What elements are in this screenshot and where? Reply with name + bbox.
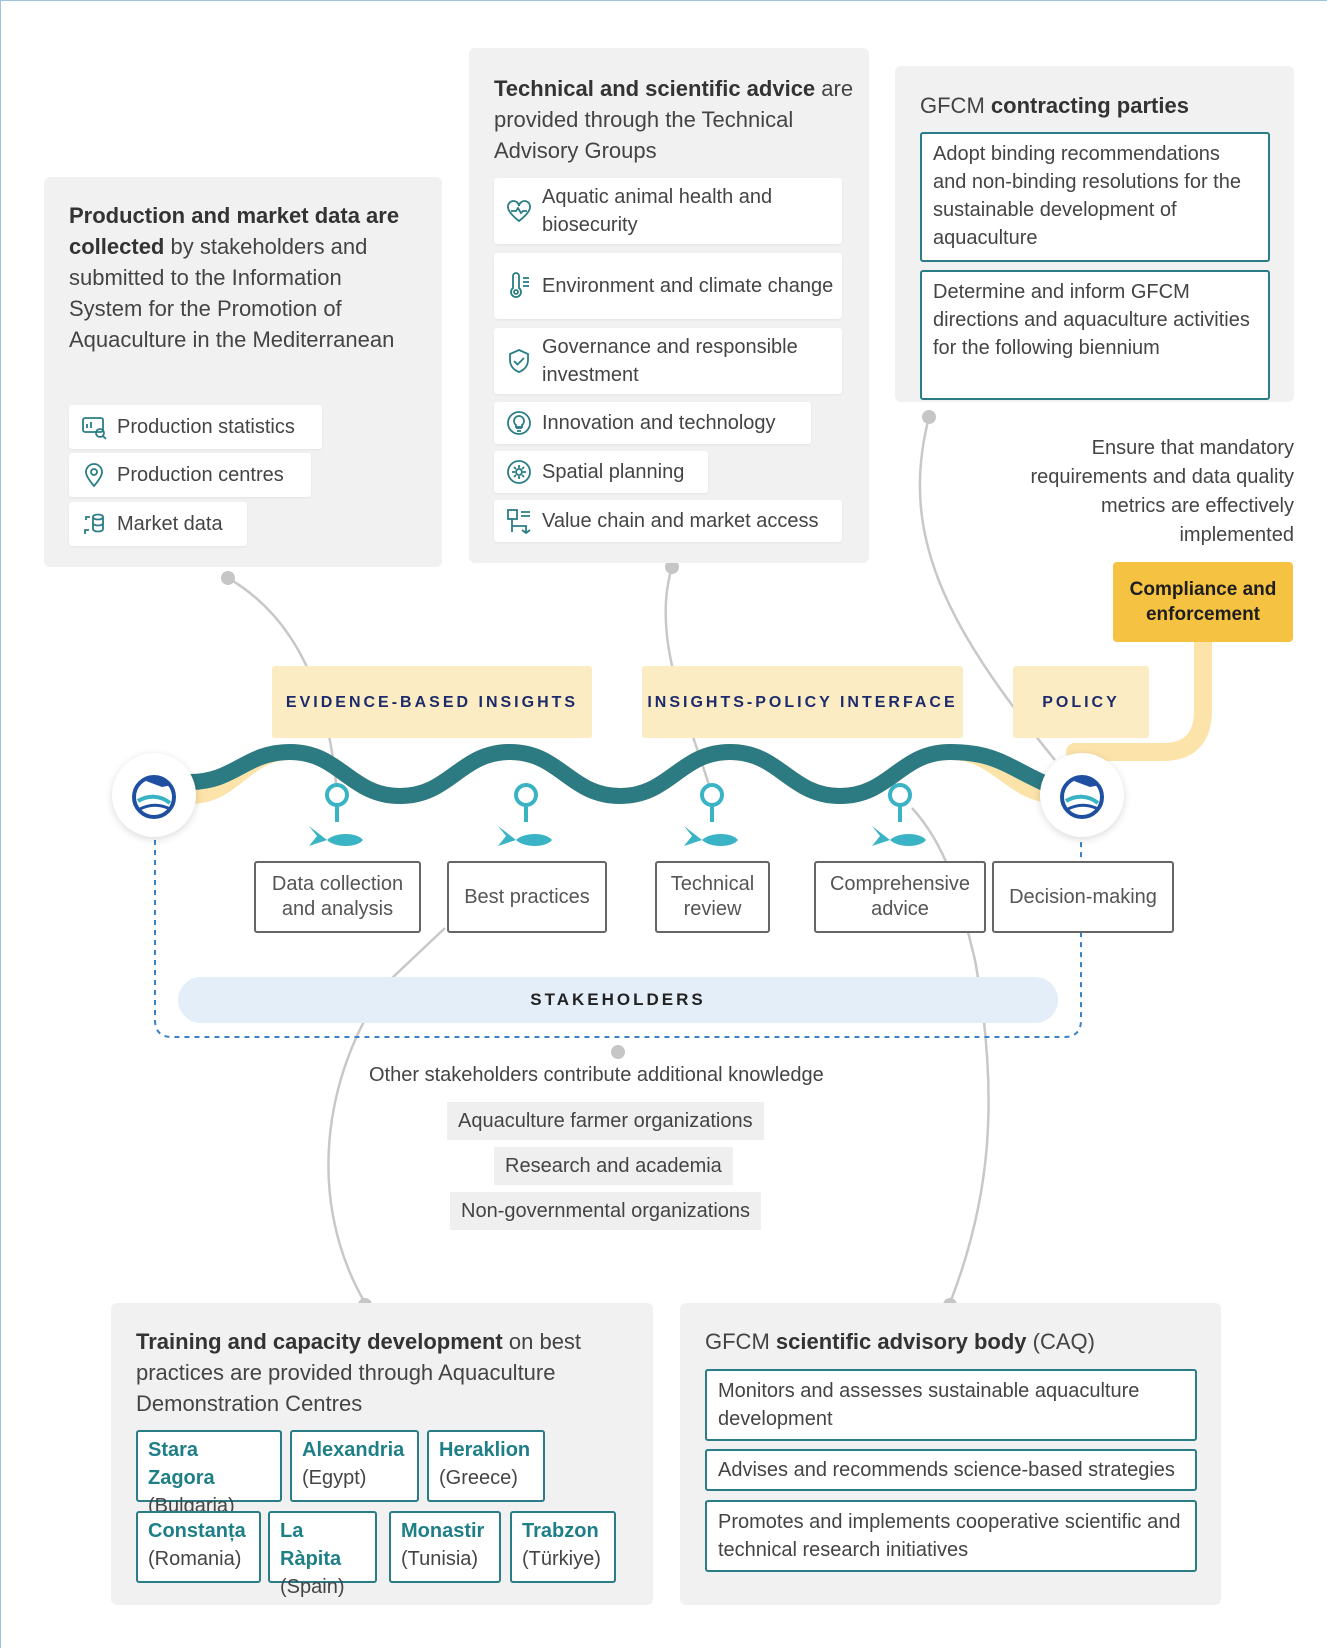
centre-monastir: Monastir (Tunisia)	[389, 1511, 501, 1583]
centre-city: La Ràpita	[280, 1520, 342, 1570]
step-comprehensive-advice: Comprehensive advice	[814, 861, 986, 933]
teal-strand	[147, 743, 1068, 805]
training-panel-title: Training and capacity development on bes…	[136, 1329, 582, 1416]
connector-dot	[611, 1045, 625, 1059]
thermometer-icon	[504, 271, 534, 301]
chip-label: Governance and responsible investment	[542, 336, 798, 386]
flow-chart-icon	[504, 506, 534, 536]
compliance-enforcement-box: Compliance and enforcement	[1113, 562, 1293, 642]
chip-label: Production centres	[117, 464, 284, 486]
stakeholders-note: Other stakeholders contribute additional…	[369, 1064, 824, 1086]
centre-country: (Türkiye)	[522, 1548, 601, 1570]
stage-insights-policy-interface: INSIGHTS-POLICY INTERFACE	[642, 666, 963, 738]
shield-check-icon	[504, 346, 534, 376]
chip-aquatic-health: Aquatic animal health and biosecurity	[494, 178, 842, 244]
fish-marker	[498, 783, 552, 846]
gfcm-fish-logo-icon	[132, 775, 176, 819]
centre-heraklion: Heraklion (Greece)	[427, 1430, 545, 1502]
centre-country: (Spain)	[280, 1576, 345, 1598]
stakeholder-group-research: Research and academia	[494, 1147, 733, 1185]
centre-country: (Romania)	[148, 1548, 242, 1570]
centre-city: Monastir	[401, 1520, 485, 1542]
chip-environment-climate: Environment and climate change	[494, 253, 842, 319]
fish-marker	[309, 783, 363, 846]
chip-production-statistics: Production statistics	[69, 405, 322, 449]
step-decision-making: Decision-making	[992, 861, 1174, 933]
fish-marker	[872, 783, 926, 846]
contracting-item-determine: Determine and inform GFCM directions and…	[920, 270, 1270, 400]
chip-label: Production statistics	[117, 416, 295, 438]
centre-city: Stara Zagora	[148, 1439, 215, 1489]
centre-country: (Greece)	[439, 1467, 518, 1489]
gfcm-logo-left	[112, 753, 196, 837]
centre-city: Alexandria	[302, 1439, 405, 1461]
chip-label: Environment and climate change	[542, 275, 834, 297]
contracting-item-adopt: Adopt binding recommendations and non-bi…	[920, 132, 1270, 262]
connector-dot	[221, 571, 235, 585]
chip-label: Aquatic animal health and biosecurity	[542, 186, 773, 236]
contracting-panel-title: GFCM contracting parties	[920, 93, 1189, 118]
connector-dot	[665, 560, 679, 574]
chip-innovation: Innovation and technology	[494, 402, 811, 444]
centre-trabzon: Trabzon (Türkiye)	[510, 1511, 616, 1583]
step-data-collection: Data collection and analysis	[254, 861, 421, 933]
compliance-note: Ensure that mandatory requirements and d…	[1030, 437, 1295, 546]
gfcm-fish-logo-icon	[1060, 775, 1104, 819]
step-best-practices: Best practices	[447, 861, 607, 933]
chip-market-data: Market data	[69, 502, 247, 546]
chip-value-chain: Value chain and market access	[494, 500, 842, 542]
stakeholder-group-ngos: Non-governmental organizations	[450, 1192, 762, 1230]
coins-exchange-icon	[79, 509, 109, 539]
gear-circle-icon	[504, 457, 534, 487]
centre-city: Constanța	[148, 1520, 246, 1542]
heart-pulse-icon	[504, 196, 534, 226]
stage-policy: POLICY	[1013, 666, 1149, 738]
stakeholder-bracket	[154, 840, 1082, 1038]
caq-item-monitors: Monitors and assesses sustainable aquacu…	[705, 1369, 1197, 1441]
stage-evidence-based-insights: EVIDENCE-BASED INSIGHTS	[272, 666, 592, 738]
centre-alexandria: Alexandria (Egypt)	[290, 1430, 419, 1502]
connector-dot	[922, 410, 936, 424]
centre-stara-zagora: Stara Zagora (Bulgaria)	[136, 1430, 282, 1517]
stakeholder-group-farmers: Aquaculture farmer organizations	[447, 1102, 764, 1140]
compliance-link	[1066, 633, 1212, 761]
chip-spatial-planning: Spatial planning	[494, 451, 708, 493]
caq-item-promotes: Promotes and implements cooperative scie…	[705, 1500, 1197, 1572]
gfcm-logo-right	[1040, 753, 1124, 837]
centre-city: Heraklion	[439, 1439, 531, 1461]
technical-panel-title: Technical and scientific advice are prov…	[494, 76, 854, 163]
stakeholders-bar: STAKEHOLDERS	[178, 977, 1058, 1023]
chip-label: Spatial planning	[542, 461, 685, 483]
step-technical-review: Technical review	[655, 861, 770, 933]
chip-production-centres: Production centres	[69, 453, 311, 497]
lightbulb-icon	[504, 408, 534, 438]
production-panel-title: Production and market data are collected…	[69, 203, 400, 352]
centre-country: (Egypt)	[302, 1467, 367, 1489]
centre-la-rapita: La Ràpita (Spain)	[268, 1511, 377, 1598]
chip-label: Value chain and market access	[542, 510, 819, 532]
centre-constanta: Constanța (Romania)	[136, 1511, 261, 1583]
fish-marker	[684, 783, 738, 846]
caq-item-advises: Advises and recommends science-based str…	[705, 1449, 1197, 1491]
chart-search-icon	[79, 412, 109, 442]
caq-panel-title: GFCM scientific advisory body (CAQ)	[705, 1329, 1095, 1354]
location-pin-icon	[79, 460, 109, 490]
chip-label: Market data	[117, 513, 223, 535]
chip-label: Innovation and technology	[542, 412, 776, 434]
chip-governance: Governance and responsible investment	[494, 328, 842, 394]
centre-city: Trabzon	[522, 1520, 599, 1542]
centre-country: (Tunisia)	[401, 1548, 479, 1570]
